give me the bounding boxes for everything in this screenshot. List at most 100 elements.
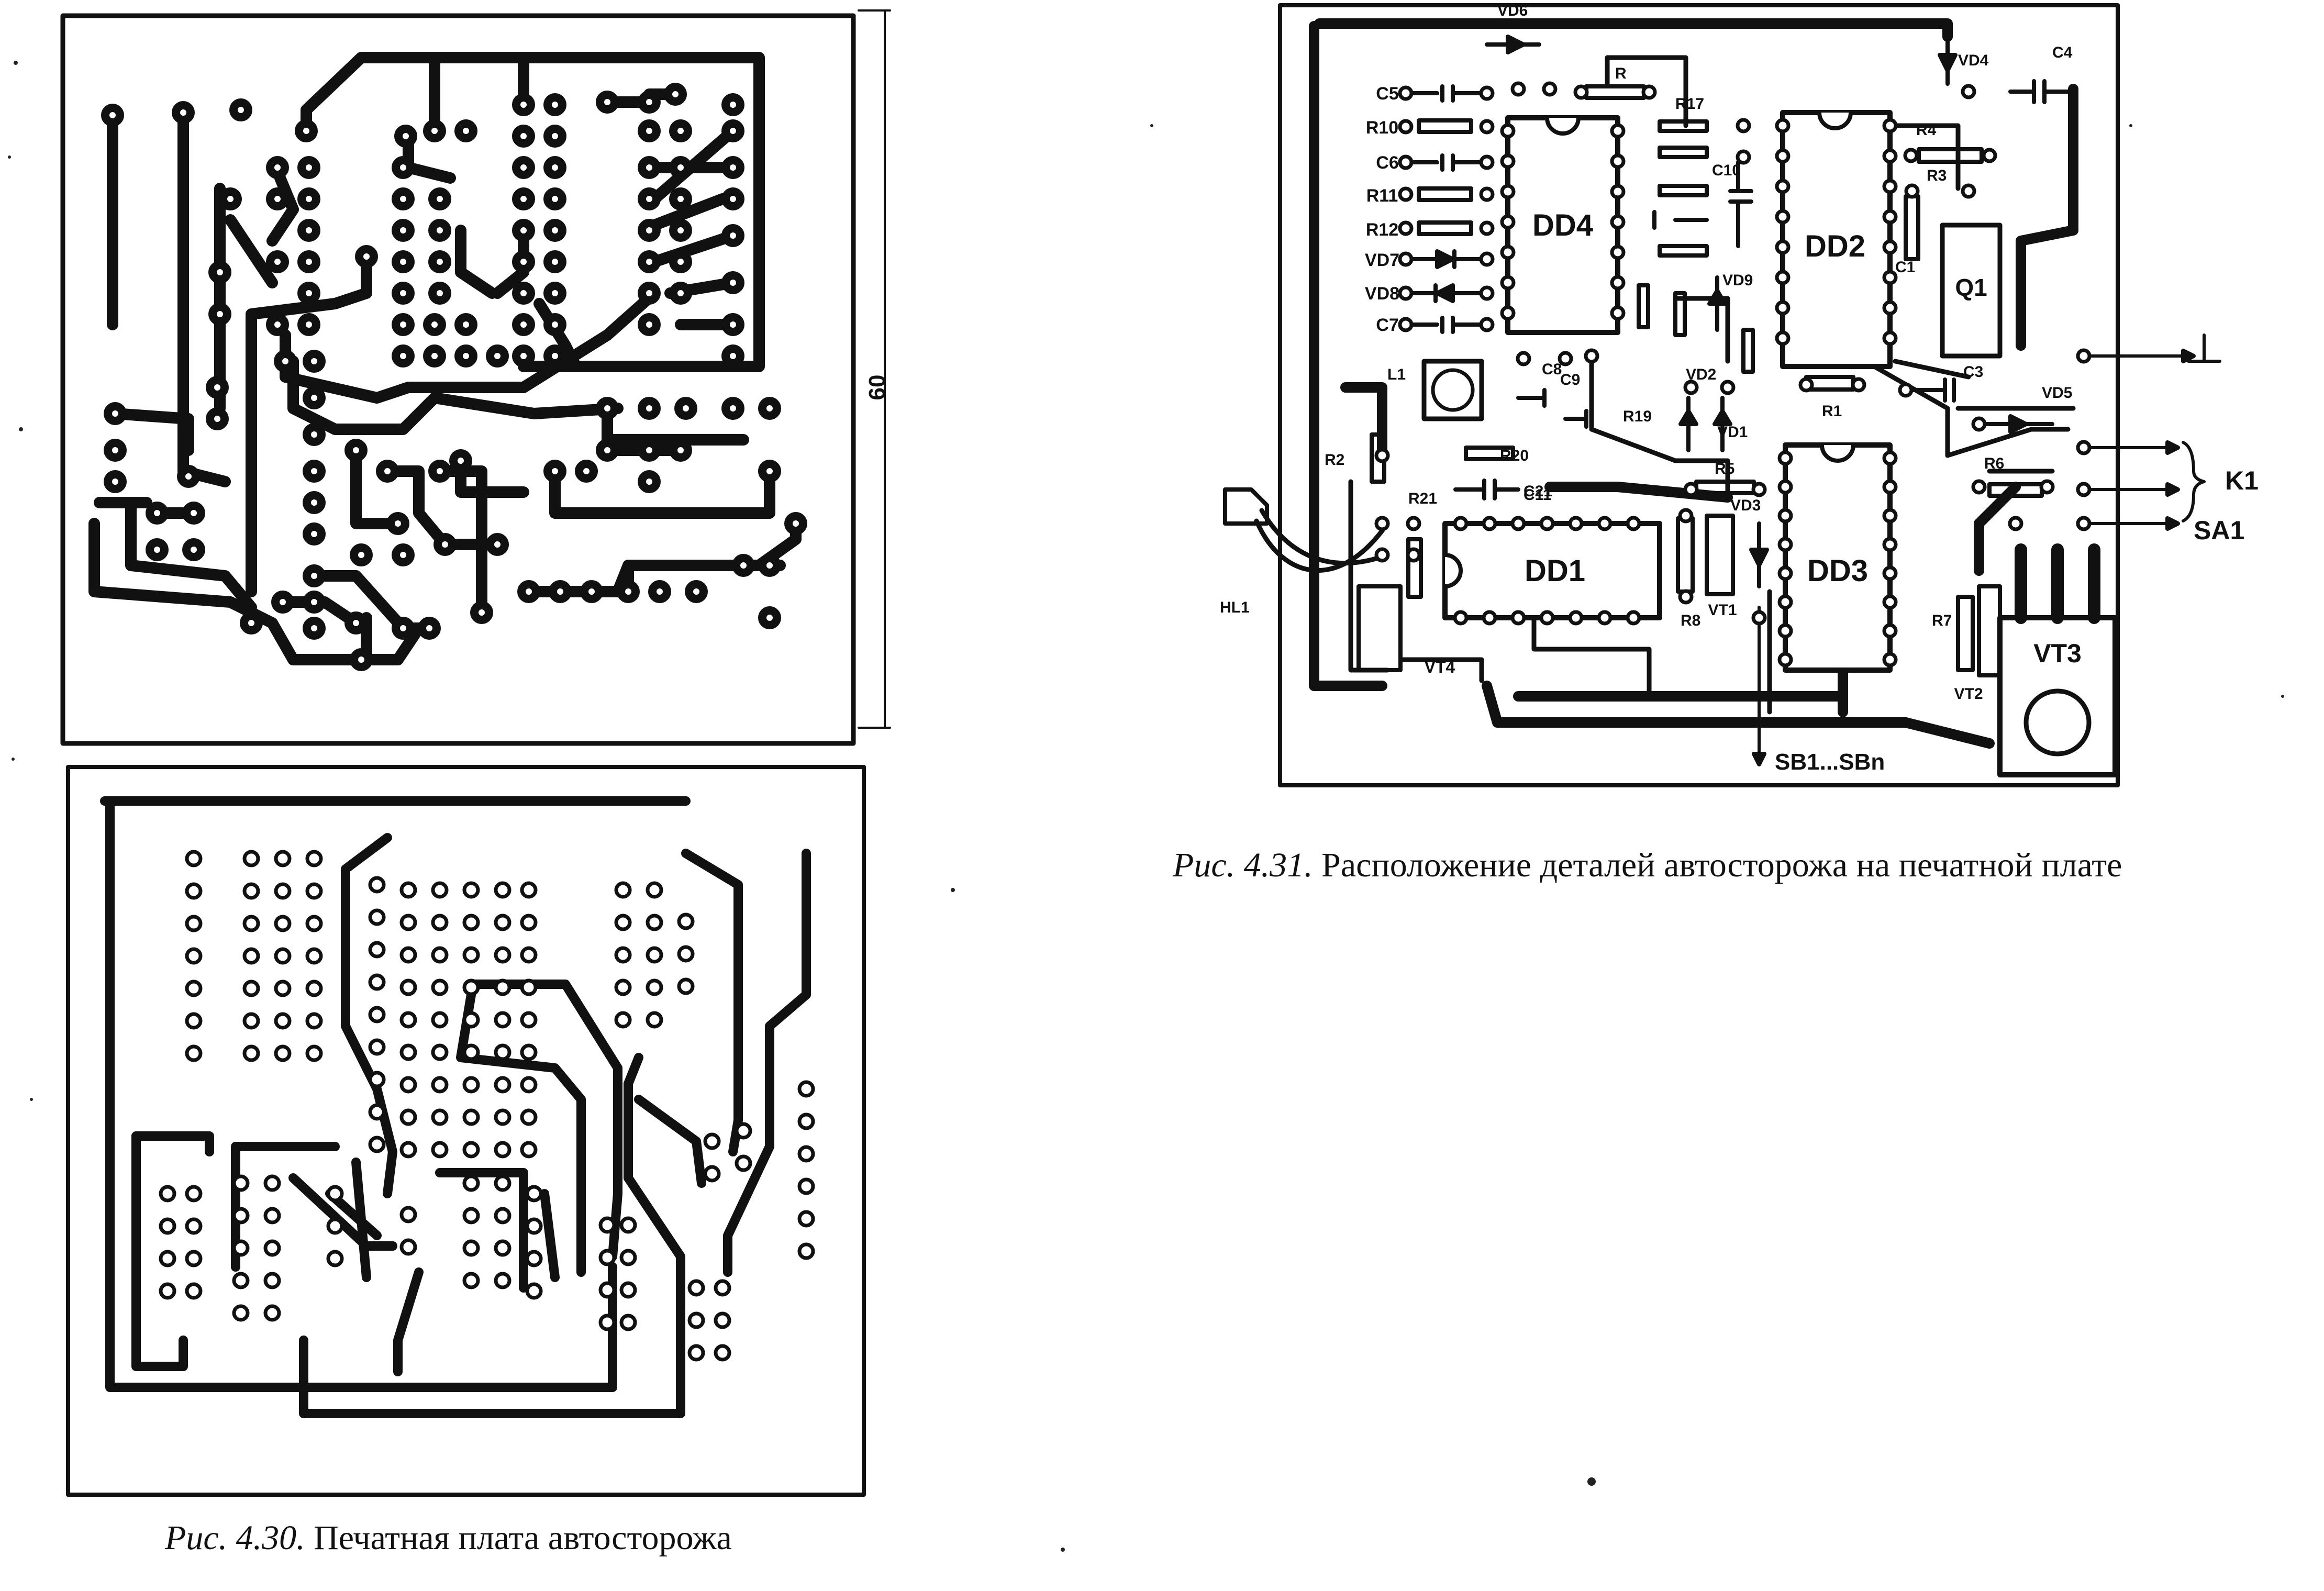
pcb-hole [232, 1304, 250, 1322]
component-pad [1775, 209, 1791, 225]
component-pad [2076, 516, 2092, 531]
component-pad [1500, 275, 1516, 291]
label-c5: C5 [1376, 84, 1398, 104]
pcb-hole [305, 1012, 323, 1030]
component-pad [1882, 652, 1898, 667]
pcb-hole [274, 980, 292, 997]
pcb-hole [399, 1206, 417, 1223]
component-pad [1641, 84, 1657, 100]
pcb-hole [646, 881, 663, 899]
component-pad [1568, 516, 1584, 531]
pcb-hole [185, 1185, 203, 1203]
pcb-hole [494, 978, 511, 996]
pcb-hole [159, 1217, 176, 1235]
component-pad [2076, 348, 2092, 364]
component-pad [1904, 183, 1920, 199]
pcb-hole [494, 1141, 511, 1159]
pcb-hole [399, 1108, 417, 1126]
pcb-hole [619, 1249, 637, 1266]
pcb-hole [494, 1011, 511, 1029]
label-r12: R12 [1366, 220, 1398, 240]
pcb-hole [687, 1311, 705, 1329]
component-pad [1626, 610, 1641, 626]
pcb-hole [703, 1165, 721, 1183]
pcb-hole [520, 1076, 538, 1094]
component-pad [1479, 186, 1495, 202]
pcb-hole [735, 1154, 752, 1172]
pcb-hole [520, 978, 538, 996]
component-label-c4: C4 [2052, 44, 2073, 61]
component-pad [1539, 516, 1555, 531]
component-pad [1479, 317, 1495, 332]
pcb-hole [232, 1272, 250, 1289]
pcb-hole [462, 1239, 480, 1257]
pcb-hole [368, 1136, 386, 1153]
component-pad [1500, 184, 1516, 199]
component-label-c11: C11 [1524, 486, 1551, 504]
transistor-label-vt1: VT1 [1708, 602, 1737, 619]
component-label-r3: R3 [1927, 167, 1947, 184]
pcb-hole [242, 1012, 260, 1030]
component-label-hl1: HL1 [1220, 599, 1250, 616]
pcb-hole [494, 1076, 511, 1094]
pcb-hole [399, 881, 417, 899]
component-label-r5: R5 [1715, 460, 1734, 477]
component-label-c8: C8 [1542, 361, 1562, 378]
pcb-hole [646, 914, 663, 931]
figure-number-431: Рис. 4.31. [1173, 846, 1313, 884]
ic-label-dd2: DD2 [1805, 229, 1865, 263]
pcb-hole [431, 1141, 449, 1159]
pcb-hole [462, 946, 480, 964]
component-pad [1751, 610, 1767, 626]
component-pad [1482, 610, 1497, 626]
board-outline-components [1278, 3, 2120, 787]
component-pad [1982, 148, 1997, 163]
pcb-hole [431, 1108, 449, 1126]
component-pad [1573, 84, 1589, 100]
pcb-hole [263, 1239, 281, 1257]
pcb-hole [703, 1132, 721, 1150]
component-pad [1510, 610, 1526, 626]
component-pad [1903, 148, 1919, 163]
pcb-hole [494, 1272, 511, 1289]
component-pad [1500, 305, 1516, 321]
pcb-hole [431, 881, 449, 899]
pcb-hole [714, 1279, 731, 1297]
figure-caption-430: Рис. 4.30. Печатная плата автосторожа [165, 1518, 732, 1558]
component-pad [1851, 377, 1866, 393]
component-pad [1683, 482, 1699, 497]
component-pad [1775, 118, 1791, 133]
component-pad [1736, 149, 1751, 165]
pcb-hole [619, 1314, 637, 1331]
component-pad [2076, 440, 2092, 455]
pcb-hole [185, 882, 203, 900]
pcb-hole [305, 850, 323, 867]
component-pad [1500, 244, 1516, 260]
pcb-hole [242, 850, 260, 867]
pcb-hole [263, 1174, 281, 1192]
transistor-label-vt2: VT2 [1954, 685, 1983, 703]
component-pad [1398, 285, 1414, 301]
pcb-hole [431, 1076, 449, 1094]
ic-label-dd4: DD4 [1532, 208, 1593, 242]
pcb-hole [274, 850, 292, 867]
component-label-vd9: VD9 [1722, 272, 1753, 289]
component-label-c3: C3 [1963, 363, 1983, 381]
pcb-hole [525, 1217, 543, 1235]
component-pad [1610, 244, 1626, 260]
component-layout-board [1223, 3, 2221, 787]
component-label-r8: R8 [1681, 612, 1700, 629]
component-pad [1882, 537, 1898, 552]
label-c7: C7 [1376, 315, 1398, 335]
pcb-hole [462, 1272, 480, 1289]
pcb-hole [399, 1011, 417, 1029]
label-vd8: VD8 [1365, 284, 1399, 304]
pcb-hole [368, 1071, 386, 1088]
component-pad [1678, 589, 1694, 605]
component-pad [1882, 239, 1898, 255]
external-label-sa1: SA1 [2194, 516, 2244, 545]
pcb-hole [368, 941, 386, 959]
transistor-label-q1: Q1 [1955, 274, 1987, 301]
pcb-hole [462, 1141, 480, 1159]
